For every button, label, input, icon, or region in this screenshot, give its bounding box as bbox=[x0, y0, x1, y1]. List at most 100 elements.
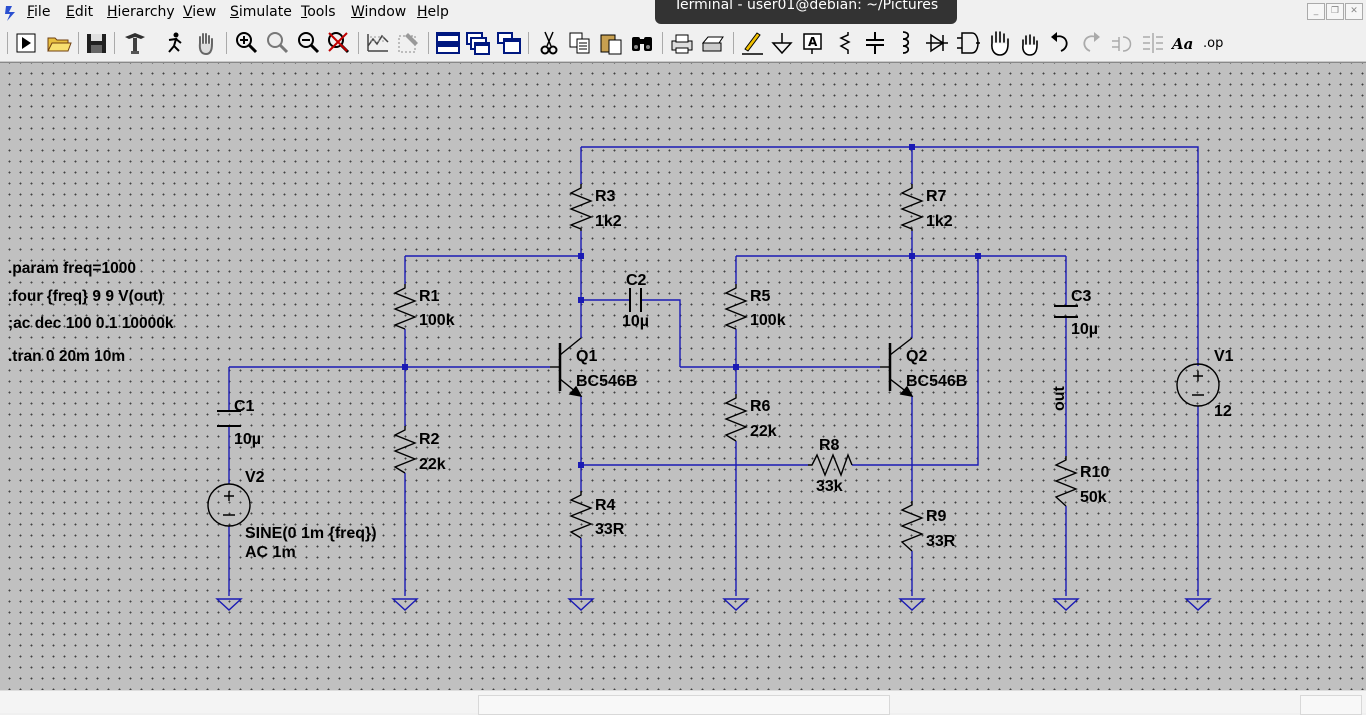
component-value-v1[interactable]: 12 bbox=[1214, 403, 1232, 420]
resistor-r3[interactable] bbox=[569, 184, 593, 231]
capacitor-c2[interactable] bbox=[629, 288, 642, 312]
component-value-r2[interactable]: 22k bbox=[419, 456, 446, 473]
mirror-icon[interactable] bbox=[1140, 29, 1166, 57]
transistor-q1[interactable] bbox=[550, 337, 583, 397]
component-value-r8[interactable]: 33k bbox=[816, 478, 843, 495]
ground-icon[interactable] bbox=[769, 29, 795, 57]
resistor-icon[interactable] bbox=[832, 29, 858, 57]
drag-icon[interactable] bbox=[1016, 29, 1042, 57]
diode-icon[interactable] bbox=[924, 29, 950, 57]
toolbar-separator bbox=[428, 32, 429, 54]
halt-icon[interactable] bbox=[161, 29, 187, 57]
resistor-r6[interactable] bbox=[724, 394, 748, 442]
print-icon[interactable] bbox=[700, 29, 726, 57]
close-icon[interactable]: ✕ bbox=[1345, 3, 1363, 20]
component-ref-r3: R3 bbox=[595, 188, 616, 205]
paste-icon[interactable] bbox=[598, 29, 624, 57]
move-icon[interactable] bbox=[986, 29, 1012, 57]
resistor-r7[interactable] bbox=[900, 184, 924, 231]
pan-icon[interactable] bbox=[193, 29, 219, 57]
run-icon[interactable] bbox=[14, 29, 40, 57]
voltage-source-v2[interactable] bbox=[207, 483, 251, 527]
inductor-icon[interactable] bbox=[893, 29, 919, 57]
resistor-r2[interactable] bbox=[393, 426, 417, 474]
tile-horiz-icon[interactable] bbox=[435, 29, 461, 57]
spice-directive[interactable]: .four {freq} 9 9 V(out) bbox=[8, 288, 163, 305]
resistor-r4[interactable] bbox=[569, 491, 593, 539]
menu-view[interactable]: View bbox=[183, 4, 217, 20]
capacitor-c1[interactable] bbox=[217, 410, 241, 427]
menu-edit[interactable]: Edit bbox=[66, 4, 94, 20]
redo-icon[interactable] bbox=[1078, 29, 1104, 57]
zoom-cancel-icon[interactable] bbox=[325, 29, 351, 57]
wire-icon[interactable] bbox=[739, 29, 765, 57]
component-icon[interactable] bbox=[955, 29, 981, 57]
component-value-r4[interactable]: 33R bbox=[595, 521, 625, 538]
net-label-out[interactable]: out bbox=[1051, 385, 1068, 411]
resistor-r1[interactable] bbox=[393, 284, 417, 330]
restore-icon[interactable]: ❐ bbox=[1326, 3, 1344, 20]
save-icon[interactable] bbox=[84, 29, 110, 57]
tile-vert-icon[interactable] bbox=[496, 29, 522, 57]
schematic[interactable]: .param freq=1000 .four {freq} 9 9 V(out)… bbox=[0, 63, 1366, 690]
component-value2-v2[interactable]: AC 1m bbox=[245, 544, 296, 561]
component-value-r1[interactable]: 100k bbox=[419, 312, 455, 329]
menu-simulate[interactable]: Simulate bbox=[230, 4, 292, 20]
component-value-c2[interactable]: 10µ bbox=[622, 313, 649, 330]
component-value-r9[interactable]: 33R bbox=[926, 533, 956, 550]
component-ref-r4: R4 bbox=[595, 497, 616, 514]
resistor-r5[interactable] bbox=[724, 284, 748, 330]
menu-window[interactable]: Window bbox=[351, 4, 407, 20]
component-value-c3[interactable]: 10µ bbox=[1071, 321, 1098, 338]
schematic-canvas[interactable]: .param freq=1000 .four {freq} 9 9 V(out)… bbox=[0, 62, 1366, 690]
rotate-icon[interactable] bbox=[1109, 29, 1135, 57]
menu-tools[interactable]: Tools bbox=[301, 4, 336, 20]
menu-hierarchy[interactable]: Hierarchy bbox=[107, 4, 175, 20]
control-panel-icon[interactable] bbox=[122, 29, 148, 57]
component-value-r10[interactable]: 50k bbox=[1080, 489, 1107, 506]
autorange-icon[interactable] bbox=[365, 29, 391, 57]
component-value-v2[interactable]: SINE(0 1m {freq}) bbox=[245, 525, 377, 542]
capacitor-icon[interactable] bbox=[862, 29, 888, 57]
zoom-out-icon[interactable] bbox=[295, 29, 321, 57]
open-icon[interactable] bbox=[46, 29, 72, 57]
print-setup-icon[interactable] bbox=[669, 29, 695, 57]
spice-directive[interactable]: .param freq=1000 bbox=[8, 260, 136, 277]
component-value-r5[interactable]: 100k bbox=[750, 312, 786, 329]
label-net-icon[interactable]: A bbox=[800, 29, 826, 57]
cascade-icon[interactable] bbox=[465, 29, 491, 57]
wires[interactable] bbox=[228, 146, 1199, 596]
cut-icon[interactable] bbox=[536, 29, 562, 57]
spice-directive[interactable]: .tran 0 20m 10m bbox=[8, 348, 125, 365]
resistor-r8[interactable] bbox=[808, 453, 853, 477]
spice-directive-icon[interactable]: .op bbox=[1202, 29, 1228, 57]
minimize-icon[interactable]: _ bbox=[1307, 3, 1325, 20]
component-value-q1[interactable]: BC546B bbox=[576, 373, 637, 390]
component-value-r3[interactable]: 1k2 bbox=[595, 213, 622, 230]
terminal-window-tab[interactable]: Terminal - user01@debian: ~/Pictures bbox=[655, 0, 957, 24]
component-value-r7[interactable]: 1k2 bbox=[926, 213, 953, 230]
component-value-r6[interactable]: 22k bbox=[750, 423, 777, 440]
voltage-source-v1[interactable] bbox=[1176, 363, 1220, 407]
transistor-q2[interactable] bbox=[880, 337, 914, 397]
ground-symbol bbox=[898, 598, 926, 611]
undo-icon[interactable] bbox=[1047, 29, 1073, 57]
component-value-c1[interactable]: 10µ bbox=[234, 431, 261, 448]
capacitor-c3[interactable] bbox=[1054, 305, 1078, 318]
menu-file[interactable]: File bbox=[27, 4, 51, 20]
copy-icon[interactable] bbox=[567, 29, 593, 57]
component-value-q2[interactable]: BC546B bbox=[906, 373, 967, 390]
resistor-r9[interactable] bbox=[900, 501, 924, 552]
zoom-full-icon[interactable] bbox=[264, 29, 290, 57]
zoom-in-icon[interactable] bbox=[233, 29, 259, 57]
find-icon[interactable] bbox=[629, 29, 655, 57]
resistor-r10[interactable] bbox=[1054, 456, 1078, 507]
draw-icon[interactable] bbox=[396, 29, 422, 57]
menu-help[interactable]: Help bbox=[417, 4, 449, 20]
toolbar-grip bbox=[7, 32, 8, 54]
toolbar-separator bbox=[226, 32, 227, 54]
spice-directive[interactable]: ;ac dec 100 0.1 10000k bbox=[8, 315, 174, 332]
component-ref-r8: R8 bbox=[819, 437, 840, 454]
text-icon[interactable]: Aa bbox=[1171, 29, 1197, 57]
component-ref-r10: R10 bbox=[1080, 464, 1109, 481]
